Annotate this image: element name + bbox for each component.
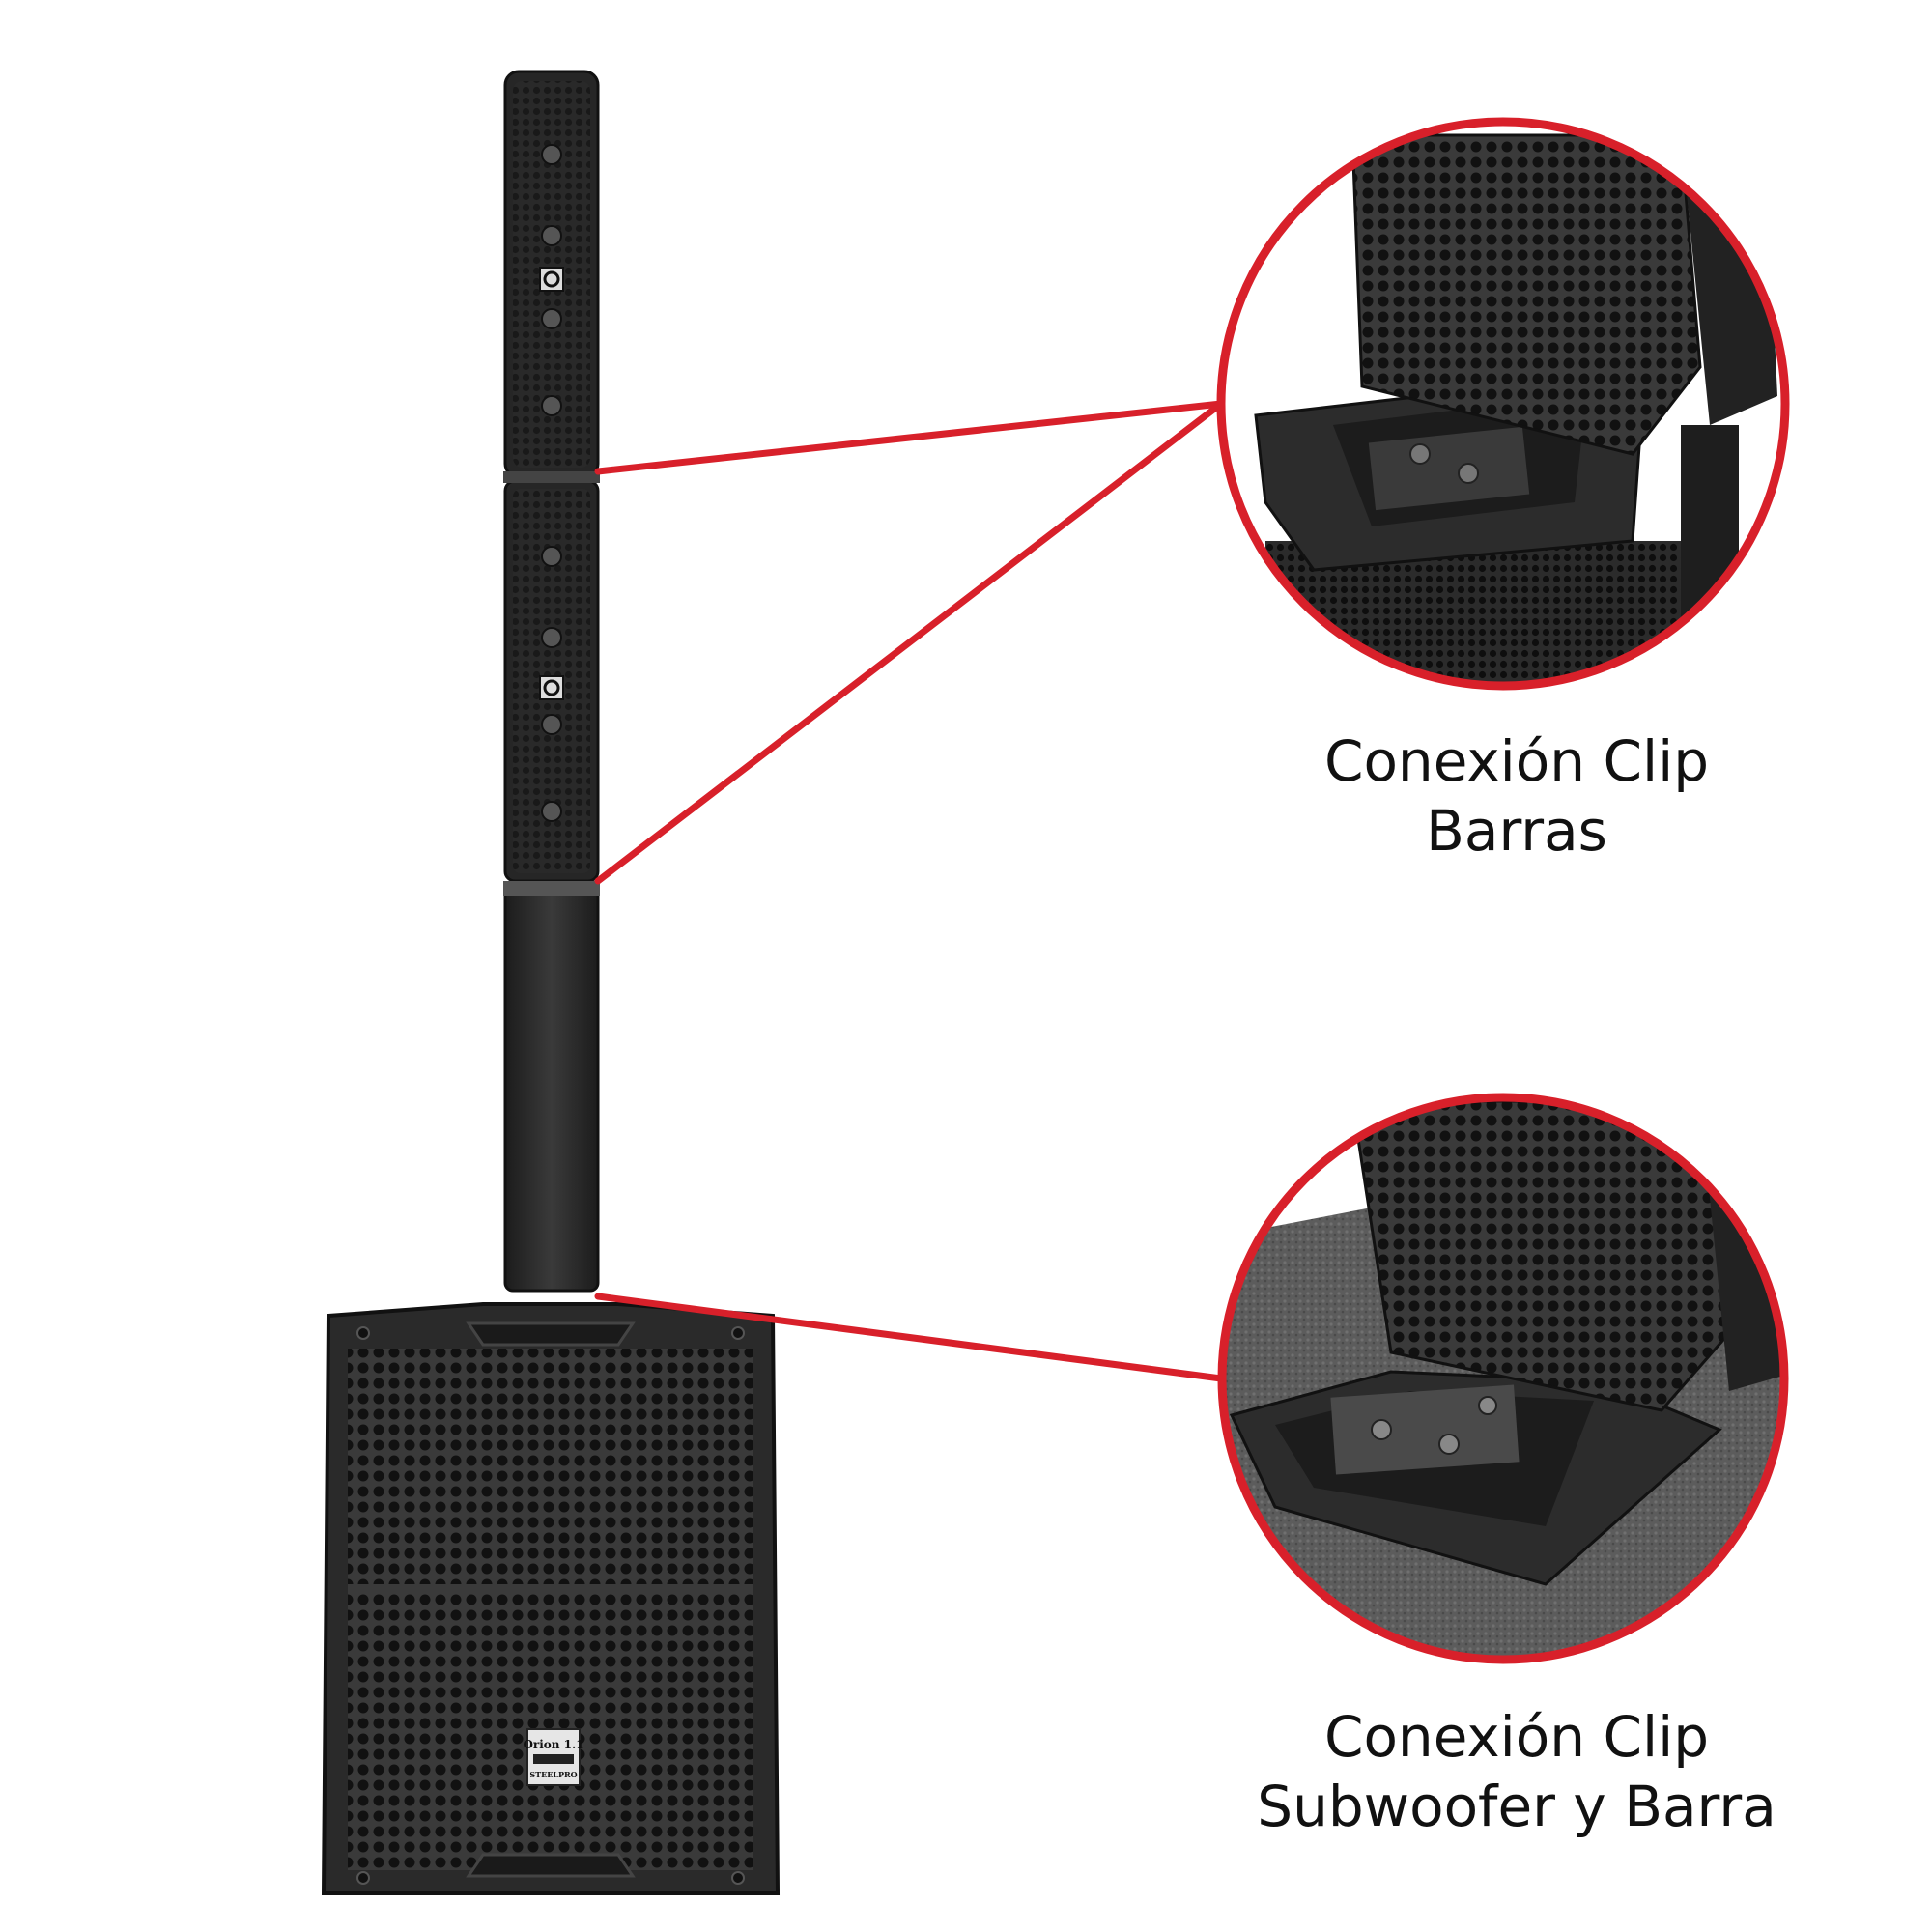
zoom-circle-bars <box>1216 117 1790 691</box>
callout-lines <box>594 400 1225 1382</box>
extension-pole <box>503 885 600 1293</box>
subwoofer-grille <box>348 1349 753 1870</box>
caption-bars-line2: Barras <box>1426 798 1607 864</box>
zoom-circle-bars-ring <box>1216 117 1790 691</box>
caption-sub-line1: Conexión Clip <box>1323 1704 1710 1770</box>
product-badge: Orion 1.1 STEELPRO <box>523 1728 584 1786</box>
callout-line-top-upper <box>594 400 1225 475</box>
callout-caption-bars: Conexión Clip Barras <box>1198 726 1835 866</box>
badge-brand: STEELPRO <box>529 1770 577 1779</box>
logo-icon <box>539 675 564 700</box>
array-clip-joint <box>503 471 600 483</box>
pole-clip-joint <box>503 881 600 896</box>
column-speaker <box>503 70 600 1293</box>
callout-line-top-lower <box>594 400 1225 885</box>
zoom-circle-sub <box>1217 1093 1789 1664</box>
badge-model: Orion 1.1 <box>523 1738 583 1751</box>
caption-bars-line1: Conexión Clip <box>1323 728 1710 794</box>
caption-sub-line2: Subwoofer y Barra <box>1257 1774 1776 1839</box>
subwoofer: Orion 1.1 STEELPRO <box>321 1302 781 1895</box>
lower-drivers <box>541 546 562 822</box>
callout-caption-sub: Conexión Clip Subwoofer y Barra <box>1198 1702 1835 1841</box>
zoom-circle-sub-ring <box>1217 1093 1789 1664</box>
callout-line-bottom <box>594 1293 1225 1382</box>
upper-drivers <box>541 144 562 416</box>
logo-icon <box>539 267 564 292</box>
